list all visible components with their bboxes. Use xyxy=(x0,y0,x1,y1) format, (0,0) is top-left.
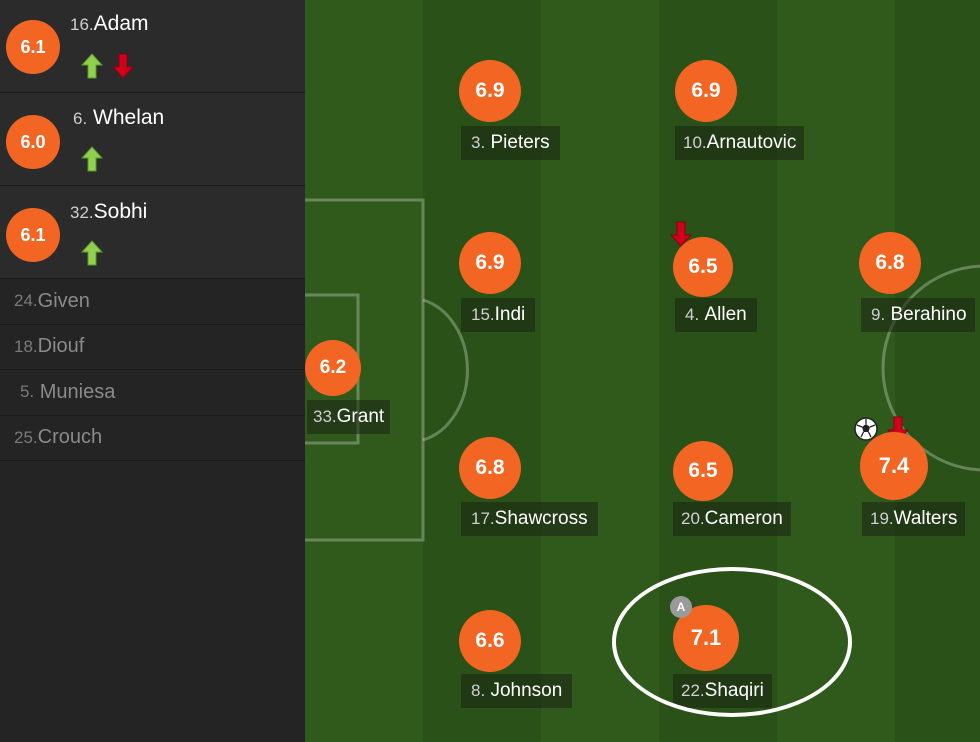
rating-badge: 6.2 xyxy=(305,340,361,396)
player-name: 4. Allen xyxy=(675,298,757,332)
substitute-row[interactable]: 6.1 32.Sobhi xyxy=(0,186,305,279)
arrow-up-icon xyxy=(81,53,103,79)
rating-badge: 6.8 xyxy=(459,437,521,499)
bench-player[interactable]: 5. Muniesa xyxy=(0,370,305,416)
rating-badge: 7.4 xyxy=(860,432,928,500)
player-name: 8. Johnson xyxy=(461,674,573,708)
rating-badge: 6.9 xyxy=(675,60,737,122)
arrow-down-icon xyxy=(112,53,134,79)
player-name: 6. Whelan xyxy=(73,106,165,129)
bench-player[interactable]: 18.Diouf xyxy=(0,325,305,370)
player-name: 19.Walters xyxy=(862,502,966,536)
player-name: 10.Arnautovic xyxy=(675,126,805,160)
substitutes-panel: 6.1 16.Adam 6.0 6. Whelan 6.1 32.Sobhi 2… xyxy=(0,0,305,742)
player-name: 3. Pieters xyxy=(461,126,560,160)
arrow-up-icon xyxy=(81,240,103,266)
pitch: 6.2 33.Grant 6.9 3. Pieters 6.9 15.Indi … xyxy=(305,0,980,742)
rating-badge: 6.5 xyxy=(673,441,733,501)
substitute-row[interactable]: 6.0 6. Whelan xyxy=(0,93,305,186)
rating-badge: 6.9 xyxy=(459,60,521,122)
player-name: 20.Cameron xyxy=(673,502,791,536)
player-name: 15.Indi xyxy=(461,298,536,332)
bench-player[interactable]: 25.Crouch xyxy=(0,416,305,461)
bench-player[interactable]: 24.Given xyxy=(0,279,305,325)
arrow-down-icon xyxy=(670,221,692,247)
rating-badge: 6.5 xyxy=(673,237,733,297)
player-name: 16.Adam xyxy=(70,12,149,35)
rating-badge: 6.1 xyxy=(6,208,60,262)
rating-badge: 6.1 xyxy=(6,20,60,74)
substitute-row[interactable]: 6.1 16.Adam xyxy=(0,0,305,93)
football-icon xyxy=(854,417,878,441)
player-name: 32.Sobhi xyxy=(70,200,148,223)
arrow-up-icon xyxy=(81,146,103,172)
player-name: 33.Grant xyxy=(307,400,391,434)
highlight-ring xyxy=(612,567,852,717)
player-name: 9. Berahino xyxy=(861,298,975,332)
rating-badge: 6.6 xyxy=(459,610,521,672)
player-name: 17.Shawcross xyxy=(461,502,598,536)
rating-badge: 6.9 xyxy=(459,232,521,294)
rating-badge: 6.0 xyxy=(6,115,60,169)
rating-badge: 6.8 xyxy=(859,232,921,294)
